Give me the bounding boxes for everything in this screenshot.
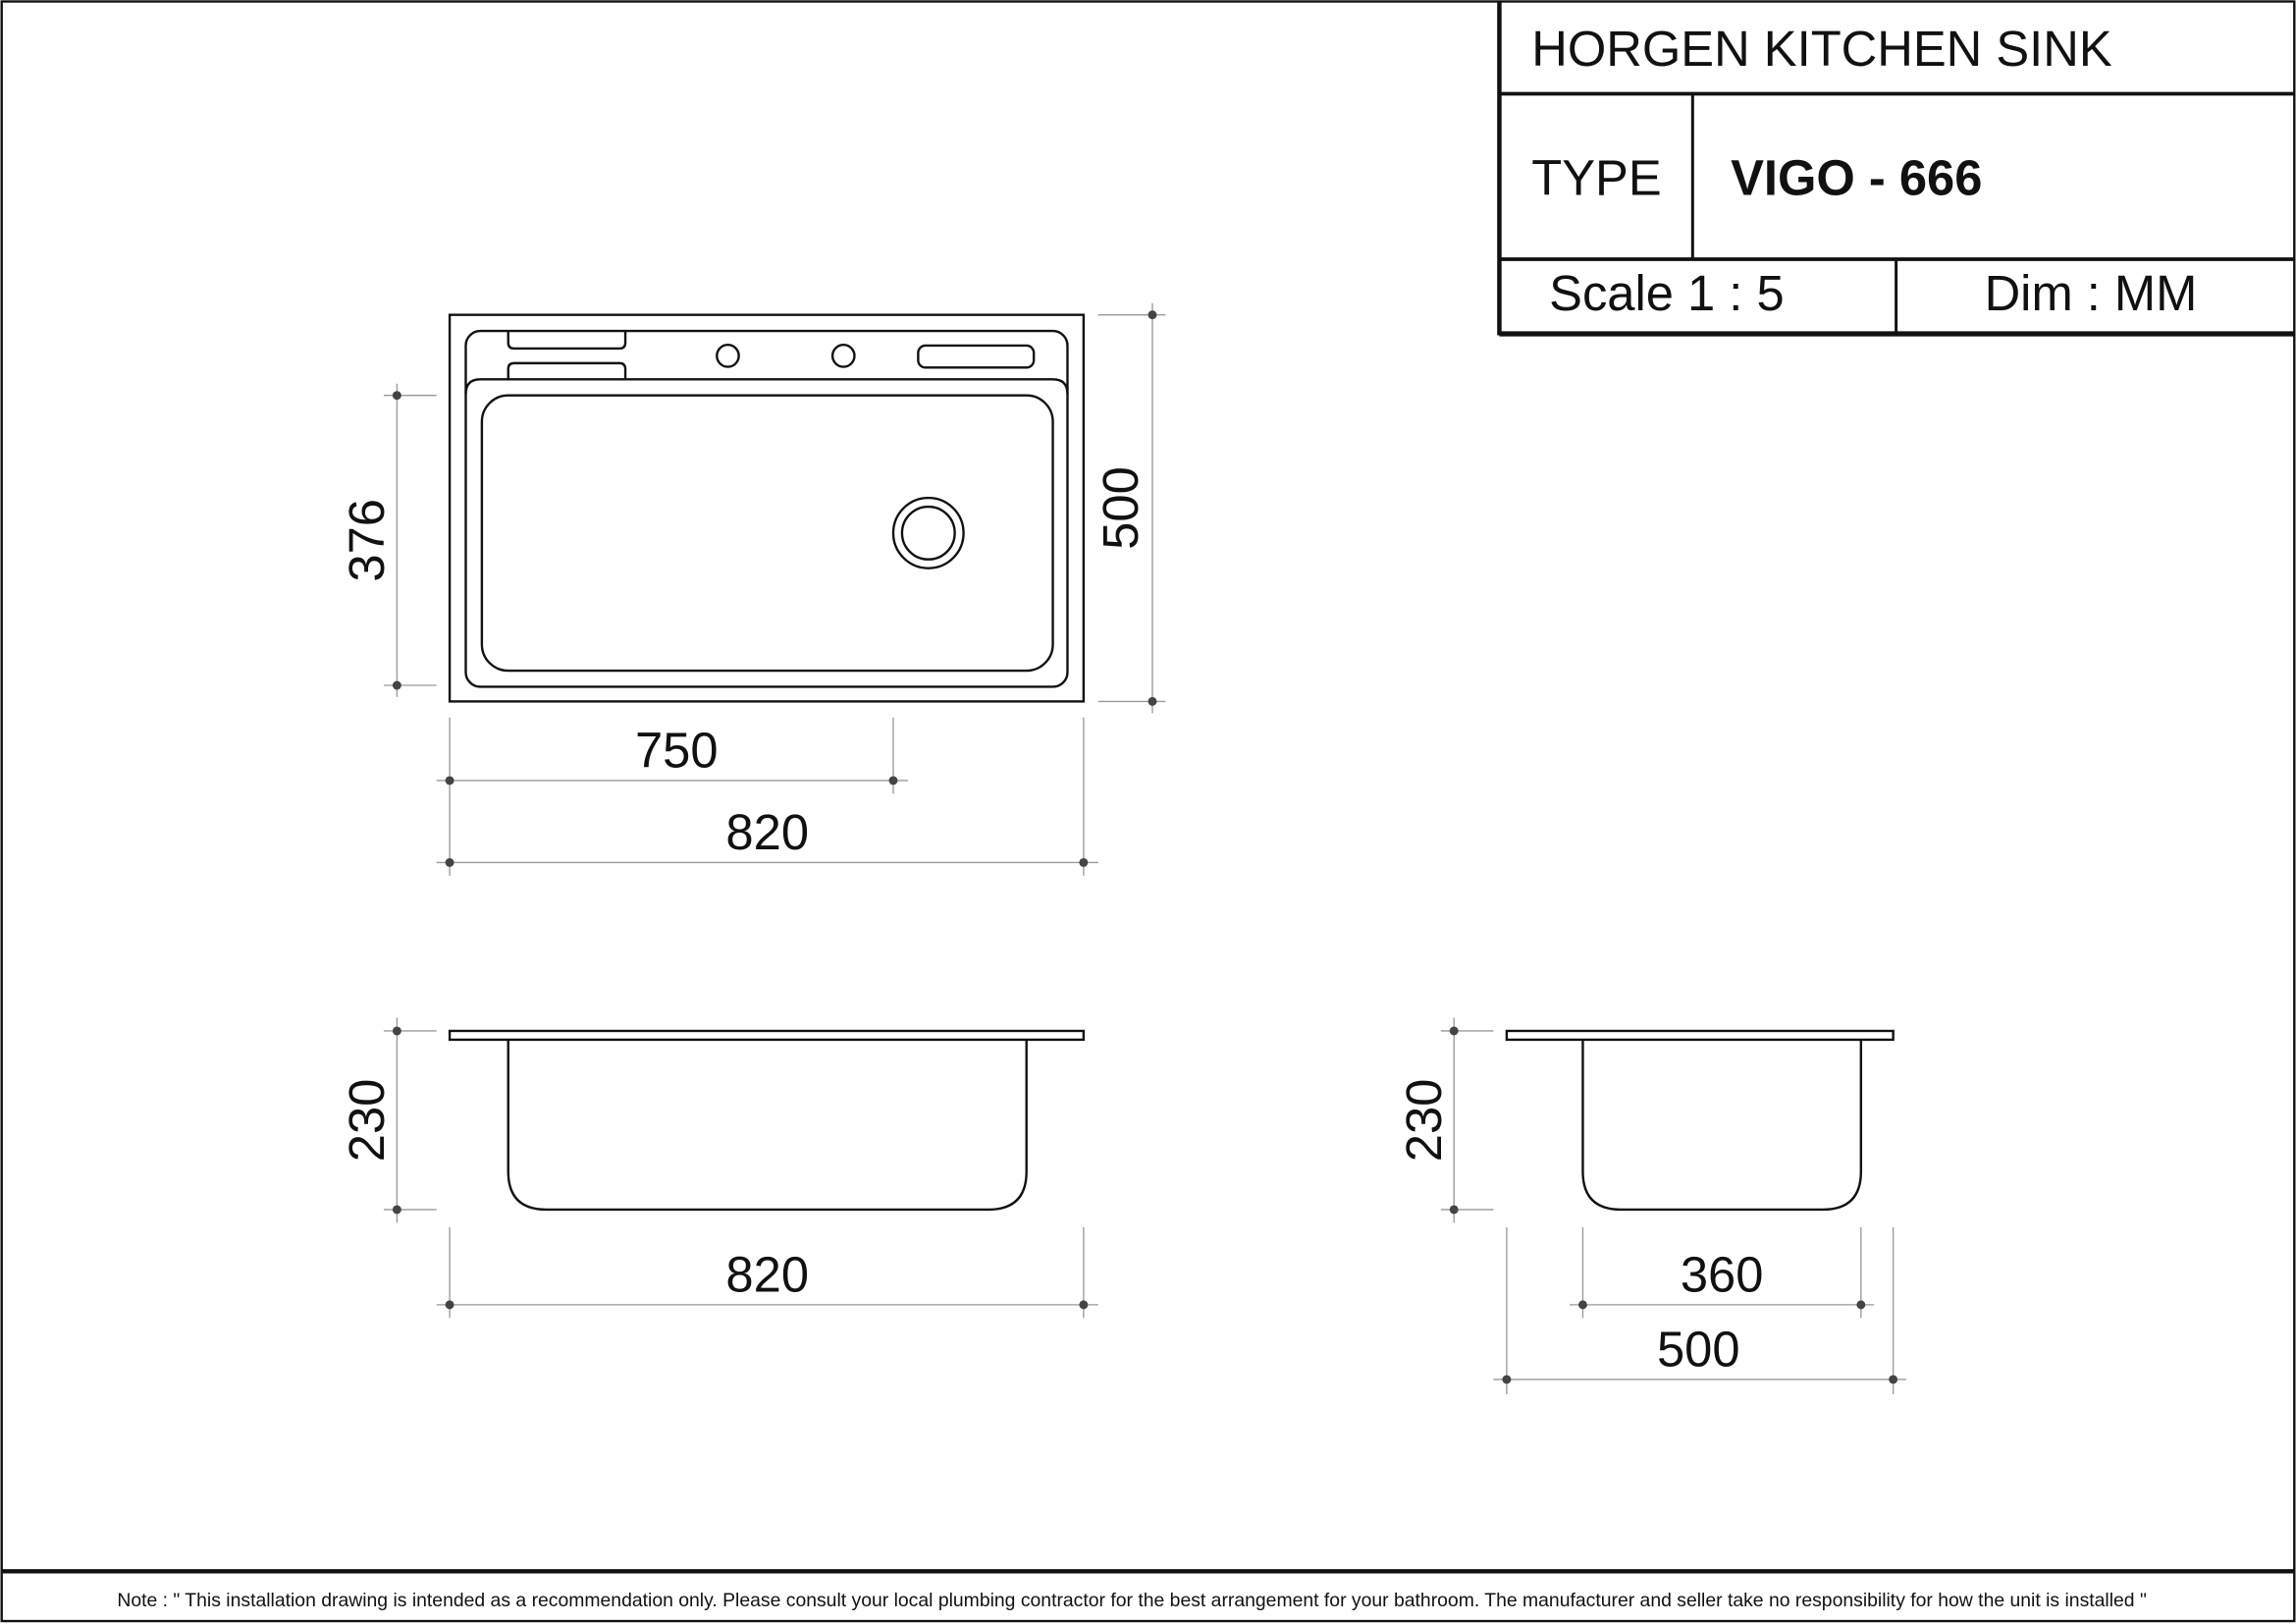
soap-slot <box>917 344 1036 369</box>
drain-outer <box>891 496 965 569</box>
dim-side-height: 230 <box>1396 1079 1452 1163</box>
top-view: 376 500 750 820 <box>339 302 1166 876</box>
dim-overall-depth: 500 <box>1093 466 1148 550</box>
dim-overall-width: 820 <box>725 804 809 860</box>
slot-bottom <box>507 361 627 380</box>
tap-hole <box>830 344 856 368</box>
type-label: TYPE <box>1531 149 1661 205</box>
title-block: HORGEN KITCHEN SINK TYPE VIGO - 666 Scal… <box>1497 1 2295 337</box>
type-value: VIGO - 666 <box>1731 149 1982 205</box>
dim-side-depth: 500 <box>1657 1322 1740 1378</box>
dim-bowl-length: 376 <box>339 499 395 582</box>
drain-inner <box>900 505 956 561</box>
scale-label: Scale 1 : 5 <box>1549 265 1785 321</box>
slot-top <box>507 331 627 351</box>
footer-note: Note : " This installation drawing is in… <box>117 1590 2147 1611</box>
dim-front-height: 230 <box>339 1079 395 1163</box>
dim-front-width: 820 <box>725 1246 809 1302</box>
dim-side-bowl-width: 360 <box>1681 1246 1764 1302</box>
side-view: 230 360 500 <box>1396 1017 1907 1394</box>
dim-unit-label: Dim : MM <box>1985 265 2198 321</box>
dim-bowl-width: 750 <box>635 723 719 779</box>
front-view: 230 820 <box>339 1017 1098 1319</box>
drawing-title: HORGEN KITCHEN SINK <box>1531 21 2112 77</box>
tap-hole <box>716 344 740 368</box>
